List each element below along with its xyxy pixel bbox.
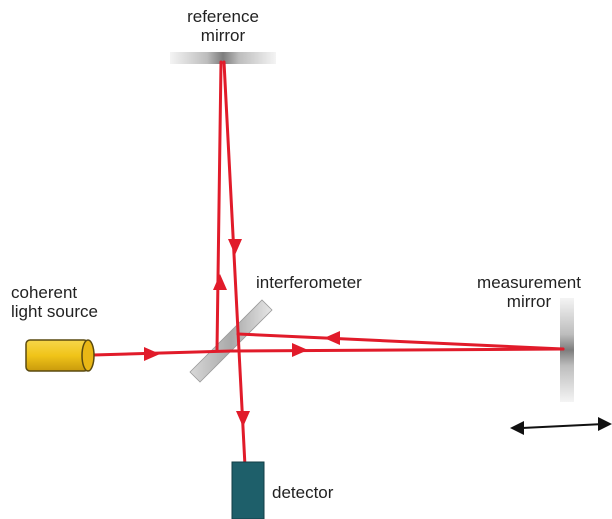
detector-label: detector <box>272 483 334 502</box>
arrowhead-up-beam <box>213 274 227 290</box>
arrowhead-returning-beam <box>324 331 340 345</box>
beam-measurement-mirror-return <box>236 332 565 351</box>
beam-arrowheads <box>144 239 340 427</box>
beam-splitter-to-reference-mirror <box>215 60 223 352</box>
coherent-light-source <box>25 339 95 372</box>
measurement-mirror <box>560 298 574 402</box>
arrowhead-down-beam-lower <box>236 411 250 427</box>
arrowhead-outgoing-beam <box>292 343 308 357</box>
arrowhead-down-beam-upper <box>228 239 242 255</box>
reference-mirror <box>170 52 276 64</box>
beam-source-to-splitter <box>91 349 233 357</box>
double-headed-arrow-icon <box>510 417 612 435</box>
beam-splitter-to-measurement-mirror <box>229 347 565 353</box>
laser-beams <box>91 60 565 468</box>
interferometer-label: interferometer <box>256 273 362 292</box>
detector <box>231 461 265 519</box>
beam-splitter <box>189 299 273 383</box>
coherent-light-source-label: coherent light source <box>11 283 98 321</box>
measurement-mirror-label: measurement mirror <box>477 273 581 311</box>
arrowhead-source-beam <box>144 347 160 361</box>
beam-reference-mirror-return <box>222 60 247 468</box>
reference-mirror-label: reference mirror <box>187 7 259 45</box>
